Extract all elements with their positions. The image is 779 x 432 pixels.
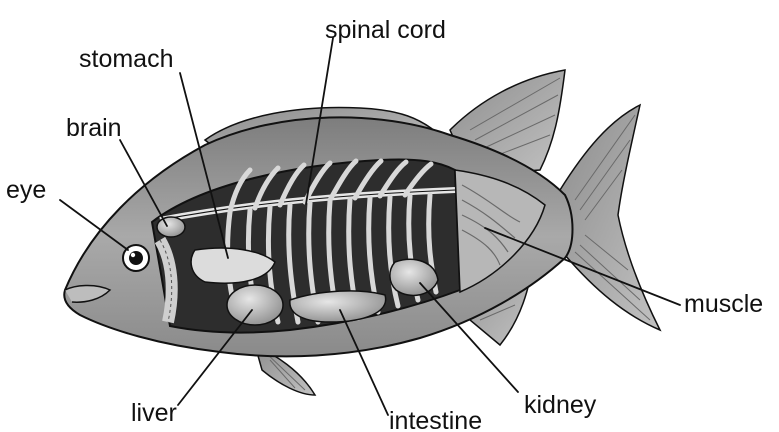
label-muscle: muscle [684,290,763,318]
label-liver: liver [131,399,177,427]
tail-fin [560,105,660,330]
label-eye: eye [6,176,46,204]
brain-organ [157,217,185,237]
label-kidney: kidney [524,391,597,419]
label-brain: brain [66,114,122,142]
liver-organ [227,285,283,325]
label-intestine: intestine [389,407,482,432]
label-stomach: stomach [79,45,173,73]
label-spinal-cord: spinal cord [325,16,446,44]
